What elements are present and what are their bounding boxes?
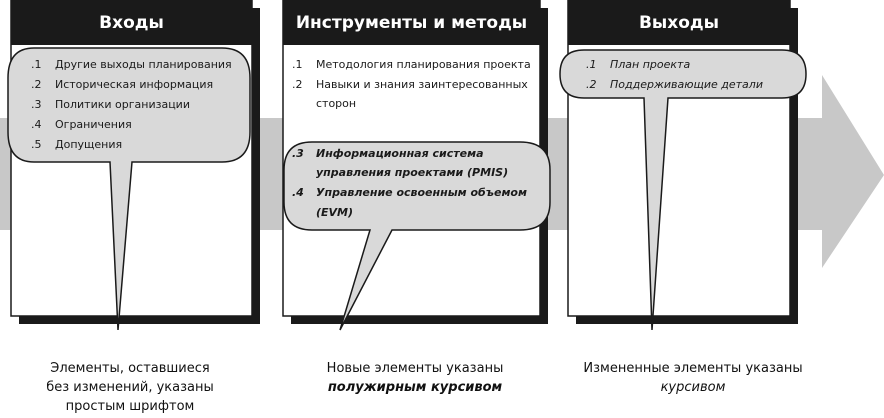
inputs-callout-bubble (7, 47, 251, 331)
item-number: .1 (292, 58, 303, 71)
item-text: сторон (316, 97, 357, 110)
caption-line: Элементы, оставшиеся (50, 361, 210, 376)
item-number: .2 (586, 78, 597, 91)
item-text: Историческая информация (55, 78, 214, 91)
item-text: Методология планирования проекта (316, 58, 531, 71)
item-text: Допущения (55, 138, 123, 151)
item-number: .3 (31, 98, 42, 111)
item-number: .4 (292, 186, 304, 199)
item-text: План проекта (610, 58, 691, 71)
tools-header-bg (283, 0, 540, 45)
tools-callout-bubble (283, 141, 551, 331)
item-number: .5 (31, 138, 42, 151)
item-text: управления проектами (PMIS) (316, 166, 509, 179)
inputs-title: Входы (99, 13, 164, 33)
caption-line-bold-italic: полужирным курсивом (327, 380, 503, 395)
item-text: Информационная система (316, 147, 484, 160)
caption-line-italic: курсивом (660, 380, 726, 395)
item-number: .2 (292, 78, 303, 91)
item-text: Политики организации (55, 98, 190, 111)
item-number: .3 (292, 147, 304, 160)
item-text: Управление освоенным объемом (316, 186, 527, 199)
caption-line: без изменений, указаны (46, 380, 214, 395)
caption-unchanged: Элементы, оставшиеся без изменений, указ… (20, 359, 240, 416)
caption-line: простым шрифтом (65, 399, 195, 414)
item-number: .1 (586, 58, 597, 71)
item-text: Поддерживающие детали (610, 78, 763, 91)
outputs-box (567, 0, 791, 317)
inputs-header-bg (11, 0, 252, 45)
outputs-callout-bubble (559, 49, 807, 331)
caption-new: Новые элементы указаны полужирным курсив… (300, 359, 530, 397)
item-number: .4 (31, 118, 42, 131)
tools-title: Инструменты и методы (295, 13, 528, 33)
item-text: Ограничения (55, 118, 132, 131)
item-text: Другие выходы планирования (55, 58, 232, 71)
outputs-title: Выходы (638, 13, 720, 33)
item-number: .1 (31, 58, 42, 71)
item-number: .2 (31, 78, 42, 91)
caption-modified: Измененные элементы указаны курсивом (568, 359, 818, 397)
outputs-header-bg (568, 0, 790, 45)
item-text: Навыки и знания заинтересованных (316, 78, 528, 91)
item-text: (EVM) (316, 206, 354, 219)
caption-line: Новые элементы указаны (326, 361, 504, 376)
caption-line: Измененные элементы указаны (583, 361, 803, 376)
